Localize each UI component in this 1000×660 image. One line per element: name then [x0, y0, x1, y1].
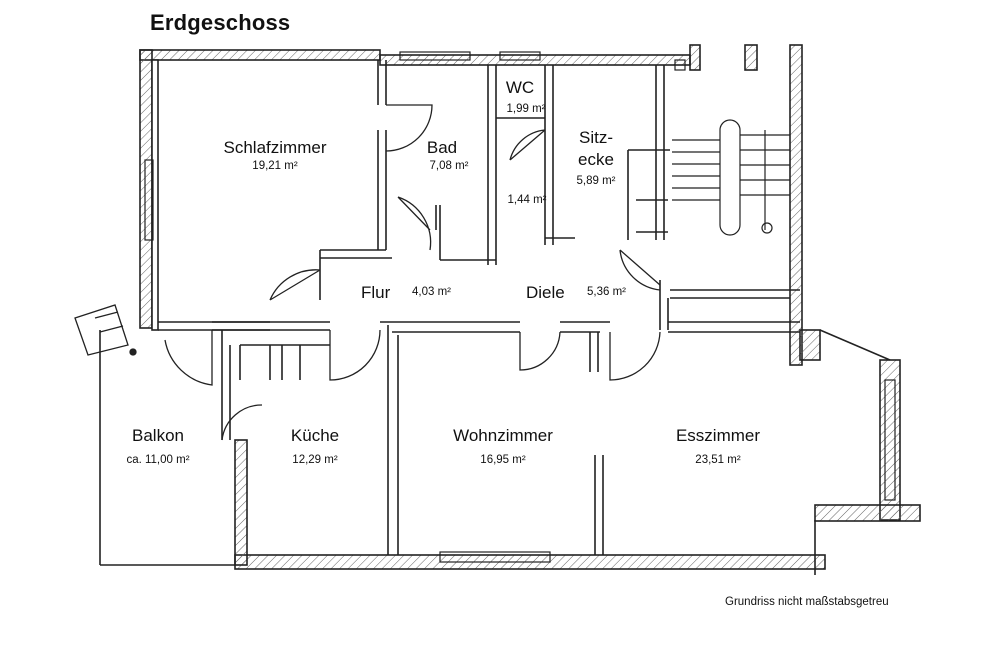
room-area-vorraum: 1,44 m²: [507, 194, 547, 206]
plan-title: Erdgeschoss: [150, 10, 291, 35]
room-name-bad: Bad: [426, 138, 458, 157]
room-area-esszimmer: 23,51 m²: [695, 454, 741, 466]
room-area-bad: 7,08 m²: [429, 160, 469, 172]
room-area-sitzecke: 5,89 m²: [576, 175, 616, 187]
room-name-sitzecke-2: ecke: [578, 150, 614, 169]
room-name-kueche: Küche: [290, 426, 340, 445]
room-area-balkon: ca. 11,00 m²: [126, 454, 190, 466]
room-name-balkon: Balkon: [132, 426, 184, 445]
room-name-diele: Diele: [526, 283, 565, 302]
room-area-kueche: 12,29 m²: [292, 454, 338, 466]
staircase: [672, 119, 790, 236]
room-name-esszimmer: Esszimmer: [675, 426, 761, 445]
room-name-wc: WC: [505, 78, 535, 97]
room-area-flur: 4,03 m²: [412, 286, 451, 298]
windows: [144, 51, 896, 563]
room-area-wc: 1,99 m²: [506, 103, 546, 115]
entrance-arrow: [74, 304, 137, 356]
room-name-schlafzimmer: Schlafzimmer: [223, 138, 327, 157]
room-area-wohnzimmer: 16,95 m²: [480, 454, 526, 466]
room-name-flur: Flur: [361, 283, 391, 302]
room-name-wohnzimmer: Wohnzimmer: [453, 426, 553, 445]
interior-walls: [99, 60, 891, 575]
room-name-sitzecke-1: Sitz-: [579, 128, 613, 147]
room-area-schlafzimmer: 19,21 m²: [252, 160, 298, 172]
exterior-walls: [139, 44, 921, 570]
scale-note: Grundriss nicht maßstabsgetreu: [725, 596, 889, 608]
doors: [164, 104, 661, 441]
room-area-diele: 5,36 m²: [587, 286, 626, 298]
